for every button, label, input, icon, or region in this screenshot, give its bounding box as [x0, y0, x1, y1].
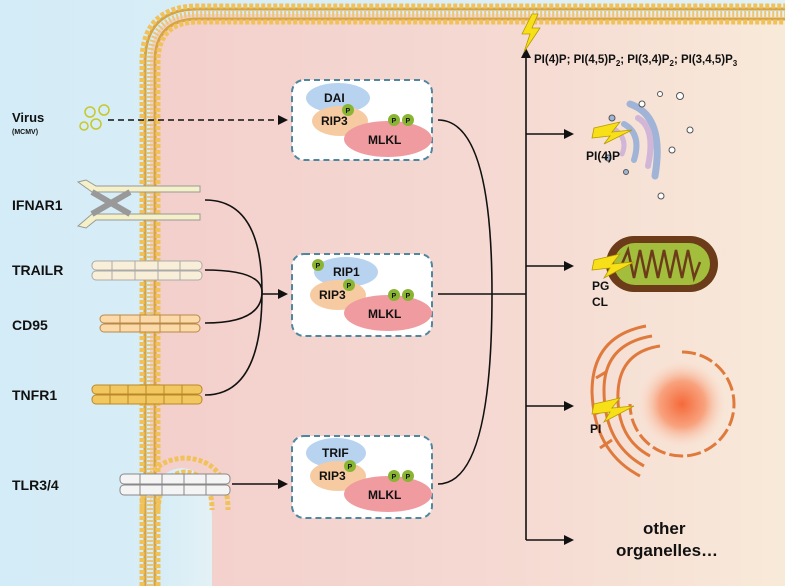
pm-lipids-label: PI(4)P; PI(4,5)P2; PI(3,4)P2; PI(3,4,5)P… [534, 54, 738, 68]
phospho-middle-rip1: P [316, 263, 321, 270]
mito-pg-label: PG [592, 279, 609, 293]
phospho-bottom-mlkl-2: P [406, 474, 411, 481]
rip3-middle-label: RIP3 [319, 288, 346, 302]
lightning-icon-er [591, 397, 635, 424]
complex-output-arrows [437, 119, 526, 485]
ifnar1-receptor [76, 179, 201, 229]
trailr-receptor [91, 260, 203, 281]
cytoplasm [150, 14, 785, 586]
lightning-icon-plasma-membrane [521, 13, 541, 53]
receptor-convergence-arrows [204, 199, 288, 396]
rip3-top-label: RIP3 [321, 114, 348, 128]
nucleus-er-organelle [590, 324, 736, 478]
other-organelles-line1: other [643, 519, 686, 538]
lightning-icon-mitochondrion [591, 253, 635, 280]
phospho-middle-mlkl-1: P [392, 293, 397, 300]
tlr-receptor [119, 473, 231, 496]
ifnar1-label: IFNAR1 [12, 197, 63, 213]
phospho-bottom-mlkl-1: P [392, 474, 397, 481]
tlr-label: TLR3/4 [12, 477, 59, 493]
rip3-bottom-label: RIP3 [319, 469, 346, 483]
mlkl-bottom-label: MLKL [368, 488, 401, 502]
phospho-top-rip3: P [346, 108, 351, 115]
mitochondrion-organelle [606, 236, 718, 292]
cd95-receptor [99, 314, 201, 333]
rip1-label: RIP1 [333, 265, 360, 279]
other-organelles-line2: organelles… [616, 541, 718, 560]
virus-particles [79, 104, 110, 131]
phospho-bottom-rip3: P [348, 464, 353, 471]
phospho-top-mlkl-2: P [406, 118, 411, 125]
er-lipid-label: PI [590, 422, 601, 436]
phospho-middle-rip3: P [347, 283, 352, 290]
target-trunk [521, 48, 574, 545]
virus-sublabel: (MCMV) [12, 129, 38, 136]
tnfr1-receptor [91, 384, 203, 405]
rip1-complex: RIP1 RIP3 MLKL P P P P [291, 253, 433, 337]
trif-label: TRIF [322, 446, 349, 460]
cd95-label: CD95 [12, 317, 48, 333]
lightning-icon-golgi [591, 121, 633, 145]
golgi-lipid-label: PI(4)P [586, 149, 620, 163]
tnfr1-label: TNFR1 [12, 387, 57, 403]
trailr-label: TRAILR [12, 262, 63, 278]
plasma-membrane [139, 3, 785, 586]
dai-label: DAI [324, 91, 345, 105]
phospho-middle-mlkl-2: P [406, 293, 411, 300]
mlkl-top-label: MLKL [368, 133, 401, 147]
trif-complex: TRIF RIP3 MLKL P P P [291, 435, 433, 519]
mito-cl-label: CL [592, 295, 608, 309]
virus-label: Virus [12, 110, 44, 125]
mlkl-middle-label: MLKL [368, 307, 401, 321]
phospho-top-mlkl-1: P [392, 118, 397, 125]
golgi-organelle [604, 91, 694, 200]
endocytic-pit [150, 468, 212, 586]
dai-complex: DAI RIP3 MLKL P P P [291, 79, 433, 161]
